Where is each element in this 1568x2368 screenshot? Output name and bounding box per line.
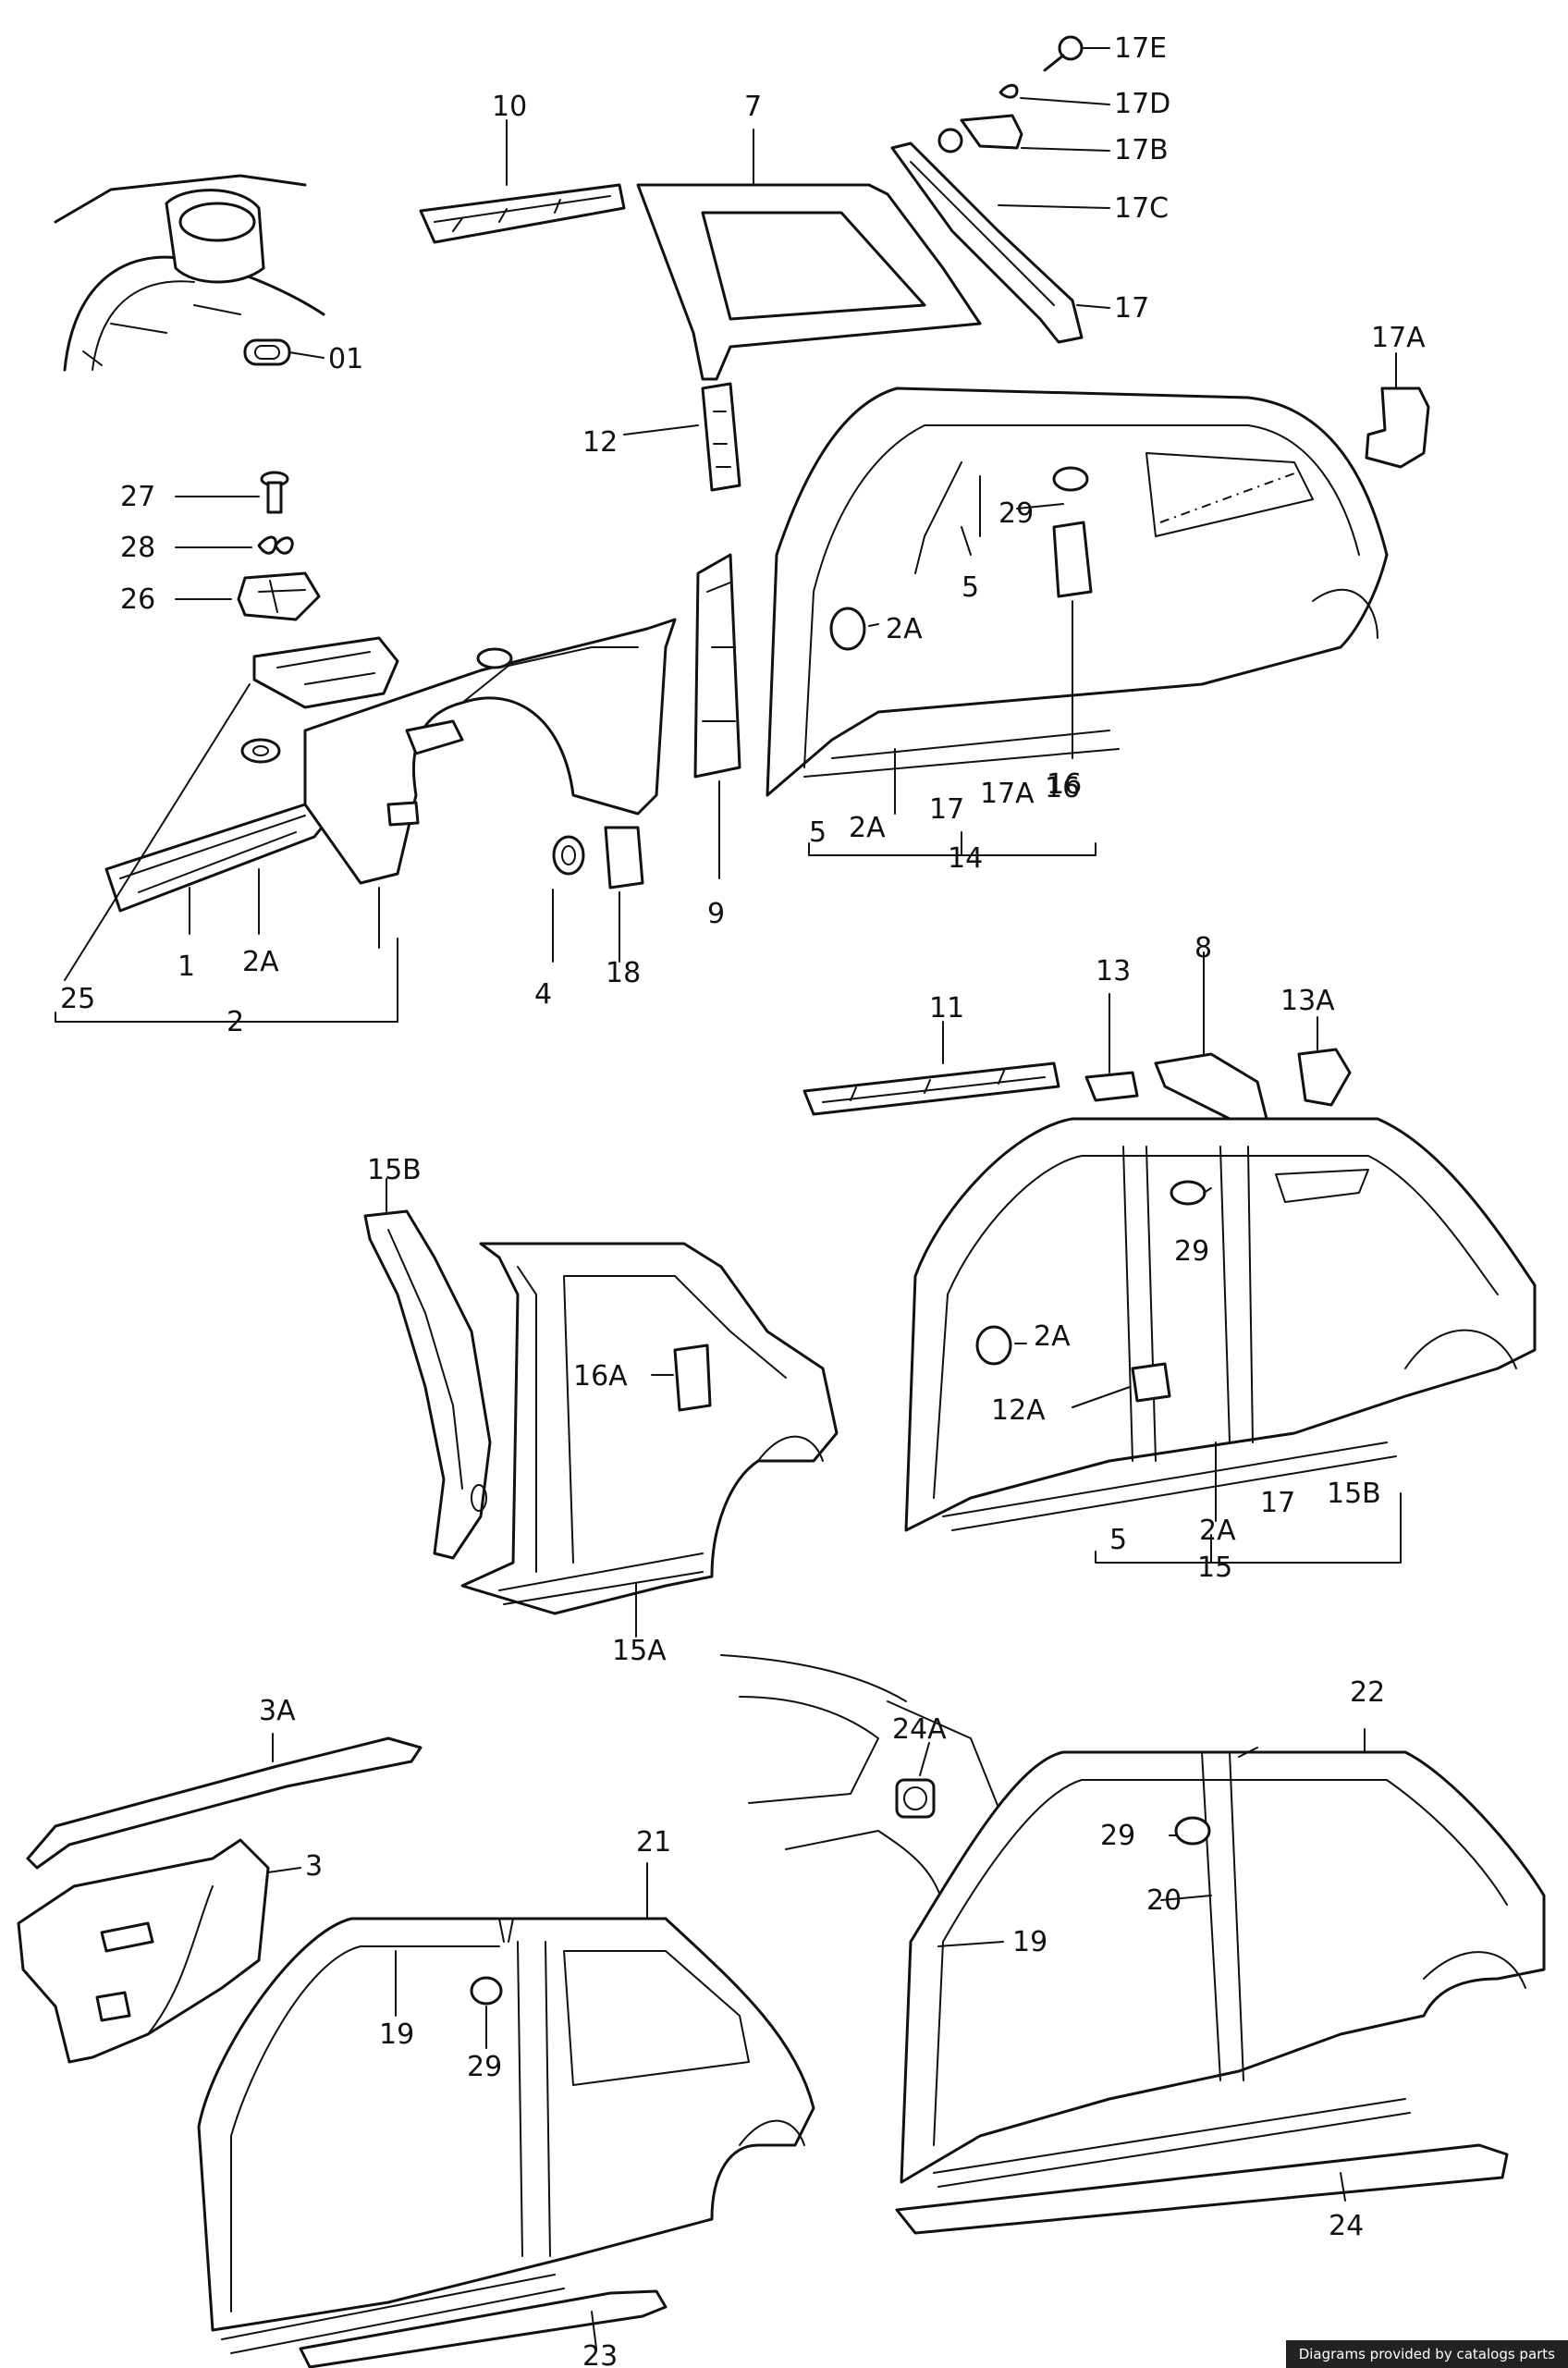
bracket-25 xyxy=(252,636,399,709)
wheel-housing-part xyxy=(54,174,325,372)
bracket-26 xyxy=(175,571,321,621)
label-2: 2 xyxy=(227,1006,244,1038)
label-2A: 2A xyxy=(1199,1515,1236,1547)
c-pillar-17 xyxy=(890,141,1110,344)
label-24: 24 xyxy=(1329,2210,1364,2242)
label-2A: 2A xyxy=(886,613,923,645)
label-5: 5 xyxy=(962,571,979,604)
label-15B: 15B xyxy=(1327,1478,1381,1510)
label-12: 12 xyxy=(582,426,618,459)
label-3A: 3A xyxy=(259,1695,296,1727)
label-3: 3 xyxy=(305,1850,323,1883)
washer-28 xyxy=(175,535,294,555)
label-27: 27 xyxy=(120,481,155,513)
pillar-top-13 xyxy=(1084,993,1139,1102)
label-4: 4 xyxy=(534,978,552,1011)
label-21: 21 xyxy=(636,1826,671,1859)
b-pillar-15B xyxy=(363,1178,492,1560)
label-17: 17 xyxy=(1114,292,1149,325)
label-28: 28 xyxy=(120,532,155,564)
part-labels: 17E 17D 17B 17C 17 17A 10 7 01 12 29 27 … xyxy=(60,32,1426,2368)
leader-lines-2-group xyxy=(55,683,398,1023)
grommet-01 xyxy=(243,338,325,366)
quarter-window-frame-7 xyxy=(636,129,982,381)
label-13: 13 xyxy=(1096,955,1131,988)
front-side-member-1 xyxy=(104,738,335,913)
label-2A: 2A xyxy=(1034,1320,1071,1353)
pillar-bracket-17A xyxy=(1365,352,1430,469)
label-13A: 13A xyxy=(1280,985,1335,1017)
label-15A: 15A xyxy=(612,1635,667,1667)
side-panel-22 xyxy=(900,1728,1546,2188)
label-26: 26 xyxy=(120,583,155,616)
wheel-housing-2 xyxy=(303,618,677,885)
label-17B: 17B xyxy=(1114,134,1169,166)
label-2A: 2A xyxy=(242,946,279,978)
reinforcement-12 xyxy=(623,382,741,492)
label-12A: 12A xyxy=(991,1394,1046,1427)
label-18: 18 xyxy=(606,957,641,989)
rail-3A xyxy=(26,1733,423,1870)
label-15: 15 xyxy=(1197,1552,1232,1584)
footer-credit: Diagrams provided by catalogs parts xyxy=(1285,2340,1568,2368)
label-16: 16 xyxy=(1047,768,1082,801)
sill-23 xyxy=(299,2289,668,2368)
label-17A: 17A xyxy=(1371,322,1426,354)
front-wheel-housing-3 xyxy=(17,1838,301,2064)
c-pillar-top-8 xyxy=(1154,951,1268,1121)
label-2A: 2A xyxy=(849,812,886,844)
label-5: 5 xyxy=(809,816,827,849)
side-panel-14 xyxy=(766,386,1389,856)
plug-4 xyxy=(552,835,585,963)
label-29: 29 xyxy=(998,497,1034,530)
label-20: 20 xyxy=(1146,1884,1182,1917)
label-17: 17 xyxy=(929,793,964,826)
label-25: 25 xyxy=(60,983,95,1015)
sedan-outline-24A xyxy=(720,1654,999,1906)
a-pillar-9 xyxy=(693,553,741,879)
label-1: 1 xyxy=(178,951,195,983)
label-5: 5 xyxy=(1109,1524,1127,1556)
roof-rail-10 xyxy=(419,119,626,244)
side-panel-21 xyxy=(197,1862,815,2354)
label-17E: 17E xyxy=(1114,32,1167,65)
label-19: 19 xyxy=(1012,1926,1047,1958)
label-01: 01 xyxy=(328,343,363,375)
roof-rail-11 xyxy=(802,1021,1060,1116)
label-16: 16 xyxy=(1045,772,1080,804)
label-14: 14 xyxy=(948,842,983,875)
bracket-17E-17D-17B xyxy=(937,35,1110,153)
label-22: 22 xyxy=(1350,1676,1385,1709)
label-16A: 16A xyxy=(573,1360,628,1393)
label-29: 29 xyxy=(1174,1235,1209,1268)
label-8: 8 xyxy=(1194,932,1212,964)
label-11: 11 xyxy=(929,992,964,1024)
label-29: 29 xyxy=(1100,1820,1135,1852)
label-17A: 17A xyxy=(980,778,1035,810)
sill-24 xyxy=(895,2143,1509,2235)
label-29: 29 xyxy=(467,2051,502,2083)
label-17D: 17D xyxy=(1114,88,1170,120)
label-17: 17 xyxy=(1260,1487,1295,1519)
label-17C: 17C xyxy=(1114,192,1169,225)
label-19: 19 xyxy=(379,2018,414,2051)
label-24A: 24A xyxy=(892,1713,947,1746)
rear-side-panel-15A xyxy=(460,1242,839,1638)
side-panel-15 xyxy=(904,1117,1537,1564)
bolt-27 xyxy=(175,471,289,514)
label-7: 7 xyxy=(744,91,762,123)
label-9: 9 xyxy=(707,898,725,930)
label-10: 10 xyxy=(492,91,527,123)
label-23: 23 xyxy=(582,2340,618,2368)
bracket-18 xyxy=(604,826,644,963)
label-15B: 15B xyxy=(367,1154,422,1186)
bracket-13A xyxy=(1297,1016,1352,1107)
